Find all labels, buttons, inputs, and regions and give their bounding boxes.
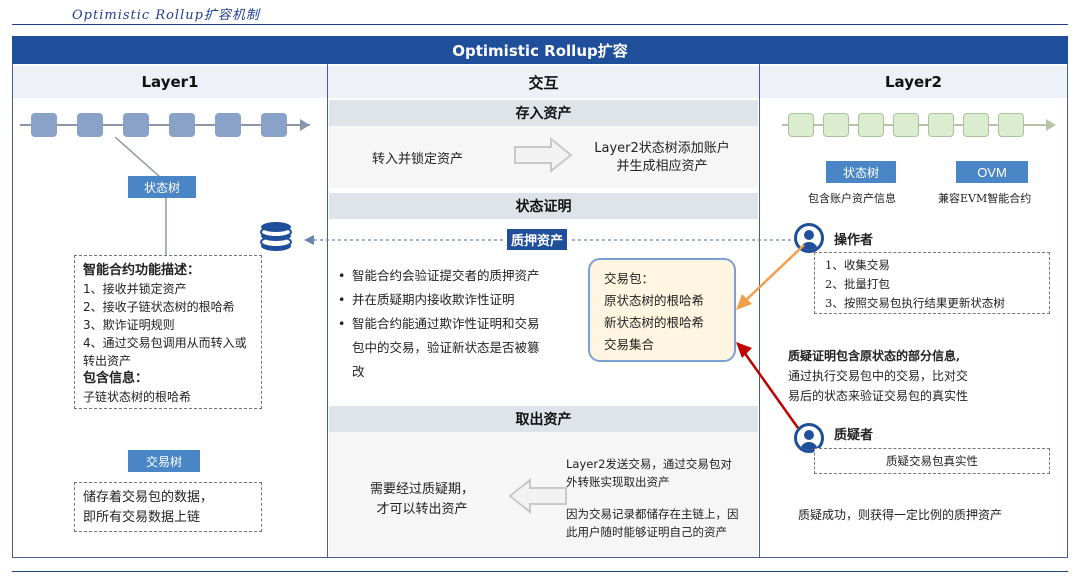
state-tree-desc: 包含账户资产信息 [808,192,896,205]
withdraw-header: 取出资产 [329,406,758,432]
layer2-chain-arrowhead [1046,119,1056,131]
layer1-tx-tree-tag: 交易树 [128,450,200,472]
challenge-success-note: 质疑成功，则获得一定比例的质押资产 [798,508,1003,522]
bottom-divider [12,571,1068,572]
operator-tasks-box: 1、收集交易 2、批量打包 3、按照交易包执行结果更新状态树 [814,252,1050,314]
operator-icon [794,223,824,253]
layer2-header: Layer2 [760,66,1067,98]
layer1-block [261,113,287,137]
contract-item: 3、欺诈证明规则 [83,318,175,332]
layer2-block [893,113,919,137]
page-caption: Optimistic Rollup扩容机制 [72,8,260,23]
ovm-desc: 兼容EVM智能合约 [938,192,1032,205]
collateral-label: 质押资产 [507,229,568,250]
deposit-right-line: Layer2状态树添加账户 [594,141,730,156]
deposit-left-text: 转入并锁定资产 [372,152,464,167]
diagram-title: Optimistic Rollup扩容 [12,36,1068,64]
tx-package-line: 交易集合 [604,337,655,352]
coins-icon [260,222,292,251]
interaction-header: 交互 [328,66,759,98]
layer2-block [998,113,1024,137]
column-divider-right [759,64,760,558]
layer1-block [31,113,57,137]
layer1-block [123,113,149,137]
challenger-task-box: 质疑交易包真实性 [814,448,1050,474]
challenge-note: 质疑证明包含原状态的部分信息, 通过执行交易包中的交易，比对交 易后的状态来验证… [788,349,969,403]
layer1-chain-line [20,124,310,126]
deposit-arrow-icon [514,137,573,173]
operator-label: 操作者 [834,233,874,248]
smart-contract-box: 智能合约功能描述： 1、接收并锁定资产 2、接收子链状态树的根哈希 3、欺诈证明… [74,255,262,409]
deposit-right-text: Layer2状态树添加账户 并生成相应资产 [582,140,742,176]
deposit-header: 存入资产 [329,100,758,126]
layer1-block [77,113,103,137]
tx-package-line: 原状态树的根哈希 [604,293,705,308]
layer2-block [788,113,814,137]
layer2-state-tree-tag: 状态树 [826,161,896,183]
layer2-block [963,113,989,137]
layer1-block [215,113,241,137]
deposit-right-line: 并生成相应资产 [616,159,708,174]
top-divider [12,24,1068,25]
tx-package-line: 新状态树的根哈希 [604,315,705,330]
layer1-chain-arrowhead [300,119,310,131]
layer2-block [858,113,884,137]
contract-item: 转出资产 [83,354,132,368]
ovm-tag: OVM [956,161,1028,183]
challenger-label: 质疑者 [834,428,874,443]
layer1-state-tree-tag: 状态树 [128,176,196,198]
tx-package-box: 交易包： 原状态树的根哈希 新状态树的根哈希 交易集合 [588,258,736,362]
column-divider-left [327,64,328,558]
layer1-block [169,113,195,137]
bullet-item: •智能合约会验证提交者的质押资产 [338,268,540,283]
layer2-block [823,113,849,137]
layer1-connectors [114,136,167,260]
layer1-header: Layer1 [13,66,327,98]
contract-heading: 智能合约功能描述： [83,263,201,278]
contract-item: 4、通过交易包调用从而转入或 [83,336,247,350]
withdraw-right-text: Layer2发送交易，通过交易包对 外转账实现取出资产 因为交易记录都储存在主链… [566,457,739,539]
contract-item: 1、接收并锁定资产 [83,282,187,296]
diagram-frame [12,64,1068,558]
withdraw-left-text: 需要经过质疑期， 才可以转出资产 [369,482,474,517]
proof-arrows [736,244,805,429]
tx-tree-box: 储存着交易包的数据， 即所有交易数据上链 [74,482,262,532]
contains-heading: 包含信息： [83,371,149,386]
bullet-item: •并在质疑期内接收欺诈性证明 [338,292,515,307]
withdraw-arrow-icon [508,478,567,514]
collateral-dashed-arrow [304,235,798,245]
tx-tree-line: 储存着交易包的数据， [83,490,214,505]
bullet-item: 包中的交易，验证新状态是否被篡 [352,340,540,355]
contains-item: 子链状态树的根哈希 [83,390,192,404]
tx-tree-line: 即所有交易数据上链 [83,510,201,525]
tx-package-line: 交易包： [604,271,655,286]
layer2-block [928,113,954,137]
state-proof-bullets: •智能合约会验证提交者的质押资产 •并在质疑期内接收欺诈性证明 •智能合约能通过… [338,264,574,384]
challenger-icon [794,423,824,453]
bullet-item: 改 [352,364,365,379]
contract-item: 2、接收子链状态树的根哈希 [83,300,235,314]
bullet-item: •智能合约能通过欺诈性证明和交易 [338,316,540,331]
state-proof-header: 状态证明 [329,193,758,219]
